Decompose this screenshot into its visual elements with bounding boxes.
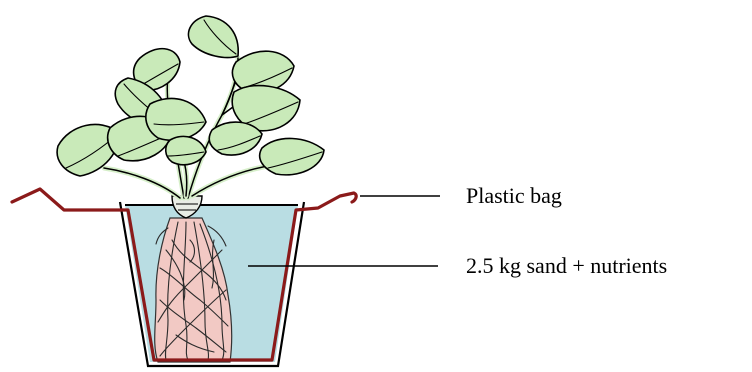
leaf	[146, 98, 206, 140]
plastic-bag-label: Plastic bag	[466, 183, 562, 208]
sand-nutrients-label: 2.5 kg sand + nutrients	[466, 253, 667, 278]
leaf	[188, 16, 238, 58]
plant-leaves	[57, 16, 324, 176]
leaf	[260, 138, 324, 174]
